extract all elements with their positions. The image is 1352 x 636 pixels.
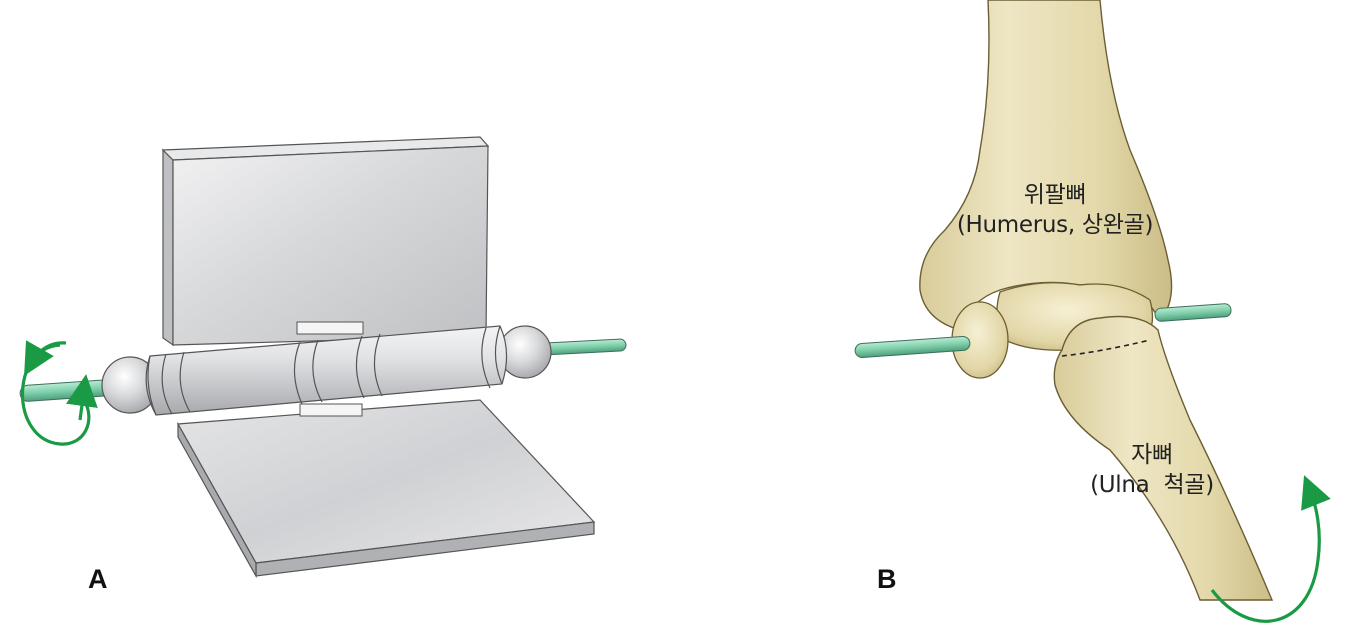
ulna-label: 자뼈 (Ulna 척골) <box>1062 440 1242 500</box>
humerus-bone <box>919 0 1173 331</box>
upright-plate <box>161 136 490 347</box>
humerus-label: 위팔뼈 (Humerus, 상완골) <box>930 180 1180 240</box>
elbow-axis-rod <box>854 303 1232 358</box>
ulna-label-korean: 자뼈 <box>1131 442 1173 468</box>
ulna-bone <box>1053 315 1274 601</box>
mechanical-hinge <box>19 136 627 579</box>
flexion-arrow <box>1210 475 1331 623</box>
elbow-joint <box>854 0 1331 623</box>
humerus-label-korean: 위팔뼈 <box>1023 182 1087 208</box>
hinge-barrel <box>101 325 552 416</box>
lower-plate <box>177 399 596 579</box>
rotation-arrow-a <box>20 340 98 446</box>
panel-label-b: B <box>877 564 897 594</box>
ulna-label-latin: (Ulna 척골) <box>1090 472 1214 498</box>
panel-label-a: A <box>88 564 108 594</box>
humerus-label-latin: (Humerus, 상완골) <box>956 212 1154 238</box>
